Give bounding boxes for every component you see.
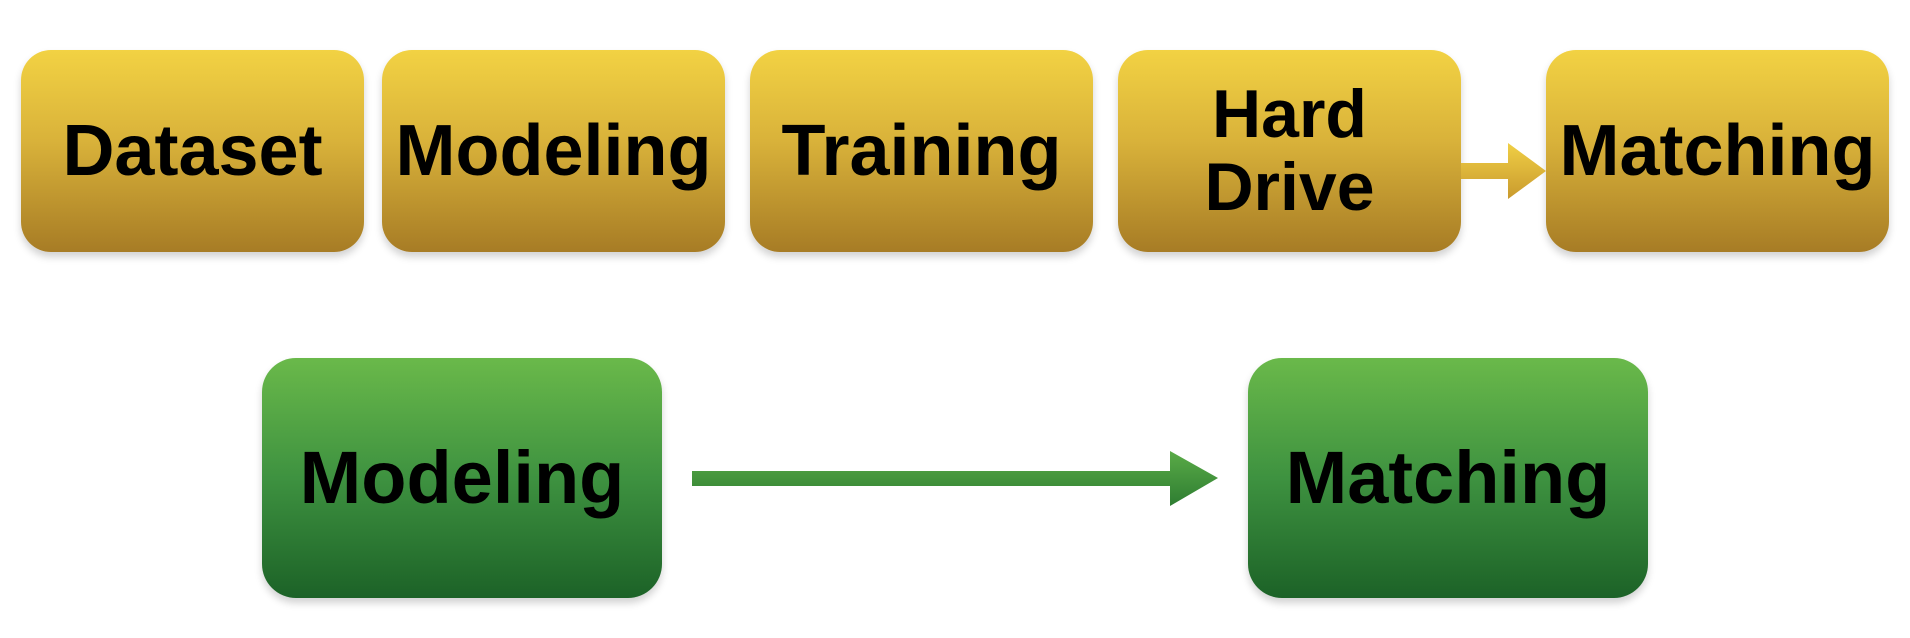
top-hard-drive-label: Hard Drive — [1204, 75, 1375, 225]
top-hard-drive-box: Hard Drive — [1118, 50, 1461, 252]
bottom-modeling-box: Modeling — [262, 358, 662, 598]
top-training-box: Training — [750, 50, 1093, 252]
top-dataset-label: Dataset — [62, 111, 323, 191]
top-hard-drive-label-line2: Drive — [1204, 149, 1375, 225]
top-dataset-box: Dataset — [21, 50, 364, 252]
bottom-arrow-modeling-to-matching — [692, 451, 1218, 506]
bottom-matching-label: Matching — [1285, 436, 1611, 519]
bottom-modeling-label: Modeling — [299, 436, 625, 519]
top-matching-label: Matching — [1559, 111, 1876, 191]
top-training-label: Training — [781, 111, 1062, 191]
bottom-matching-box: Matching — [1248, 358, 1648, 598]
top-hard-drive-label-line1: Hard — [1212, 75, 1367, 152]
top-modeling-box: Modeling — [382, 50, 725, 252]
top-arrow-harddrive-to-matching — [1461, 143, 1546, 199]
top-modeling-label: Modeling — [395, 111, 712, 191]
top-matching-box: Matching — [1546, 50, 1889, 252]
